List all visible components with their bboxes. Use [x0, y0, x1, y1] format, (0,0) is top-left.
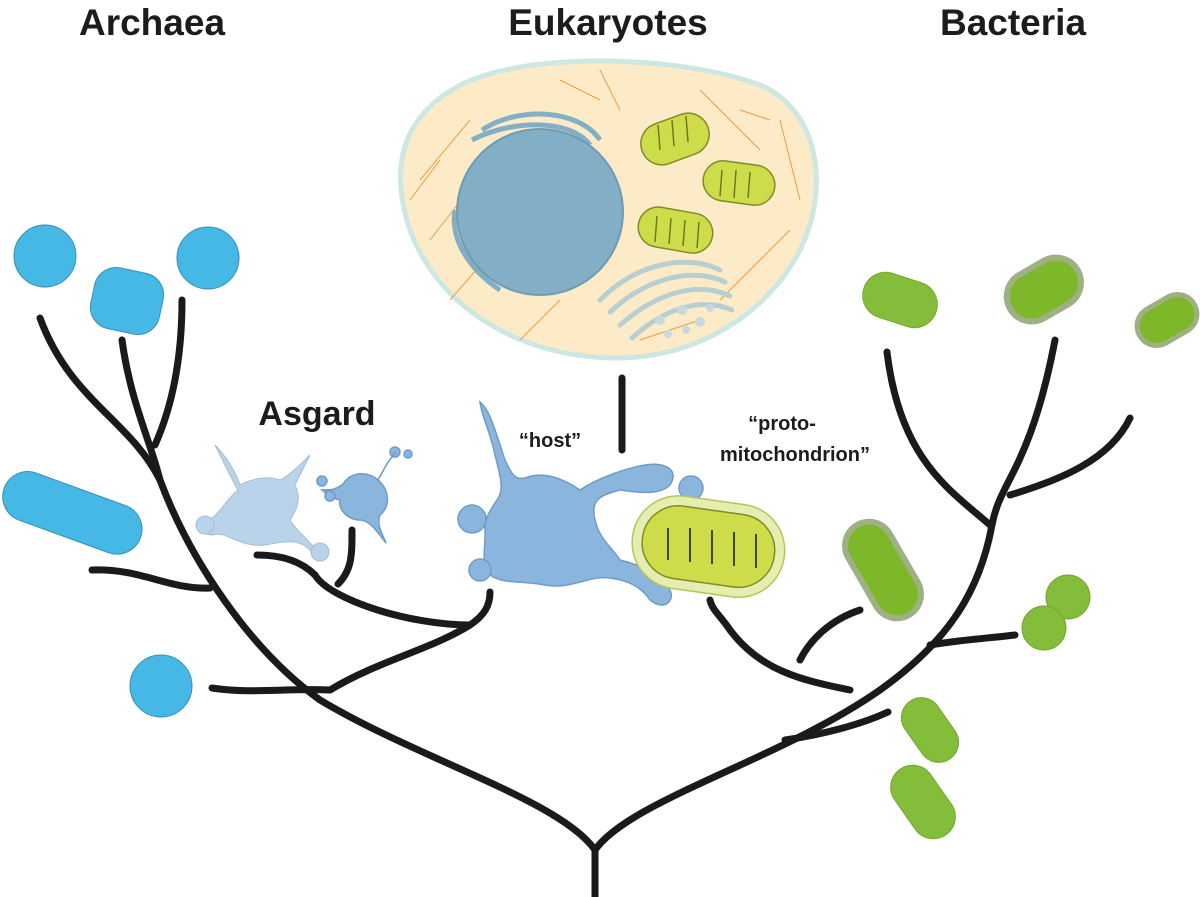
vesicles — [655, 304, 714, 338]
bacteria-rod-2 — [1003, 254, 1084, 325]
host-branch — [466, 588, 494, 629]
bacteria-rod-3 — [1134, 292, 1200, 349]
bacteria-branch-d — [926, 631, 1019, 649]
asgard-clade-stem — [326, 621, 474, 694]
host-bleb-2 — [468, 558, 492, 582]
archaea-branch-b — [151, 296, 186, 449]
host-cell — [457, 400, 704, 606]
archaea-rounded-square — [89, 266, 165, 336]
bacteria-branch-b — [883, 348, 994, 529]
bacteria-cells — [842, 254, 1200, 840]
asgard-cell-dark — [316, 446, 413, 544]
asgard-branch-2 — [334, 526, 356, 588]
eukaryotes-title: Eukaryotes — [508, 2, 708, 43]
bacteria-diplococcus-2 — [1021, 605, 1067, 651]
mitochondrion-3 — [637, 206, 714, 254]
golgi-apparatus — [597, 259, 735, 341]
archaea-title: Archaea — [79, 2, 225, 43]
eukaryotic-cell — [398, 58, 819, 361]
archaea-branch-c — [88, 566, 214, 592]
archaea-cells — [2, 224, 240, 718]
bacteria-rod-1 — [862, 271, 938, 329]
bacteria-branch-a — [796, 606, 864, 664]
bacteria-rod-5 — [900, 697, 960, 763]
host-bleb-1 — [457, 504, 487, 534]
bacteria-rod-4 — [842, 518, 924, 622]
proto-mitochondrion-branch — [706, 596, 854, 694]
bacteria-branch-e — [781, 708, 892, 744]
asgard-cell-pale — [195, 444, 330, 562]
nucleus — [456, 128, 624, 296]
bacteria-main-branch — [591, 336, 1059, 854]
archaea-coccus-3 — [129, 654, 193, 718]
archaea-branch-a — [118, 336, 164, 484]
endoplasmic-reticulum — [451, 111, 603, 293]
phylogenetic-tree — [36, 296, 1134, 897]
bacteria-diplococcus-1 — [1045, 574, 1091, 620]
archaea-coccus-2 — [176, 226, 240, 290]
archaea-main-branch — [36, 314, 599, 854]
archaea-rod — [2, 471, 143, 555]
proto-mitochondrion-label-line2: mitochondrion” — [720, 444, 870, 466]
asgard-branch-1 — [253, 551, 474, 629]
archaea-coccus-1 — [13, 224, 77, 288]
archaea-branch-d — [208, 684, 334, 695]
mitochondrion-1 — [640, 112, 710, 166]
bacteria-branch-c — [1006, 414, 1134, 499]
bacteria-title: Bacteria — [940, 2, 1086, 43]
proto-mitochondrion — [631, 495, 786, 599]
bacteria-rod-6 — [890, 764, 956, 840]
host-label: “host” — [519, 430, 581, 452]
mitochondrion-2 — [702, 160, 776, 206]
asgard-label: Asgard — [258, 395, 375, 433]
proto-mitochondrion-label-line1: “proto- — [748, 413, 816, 435]
